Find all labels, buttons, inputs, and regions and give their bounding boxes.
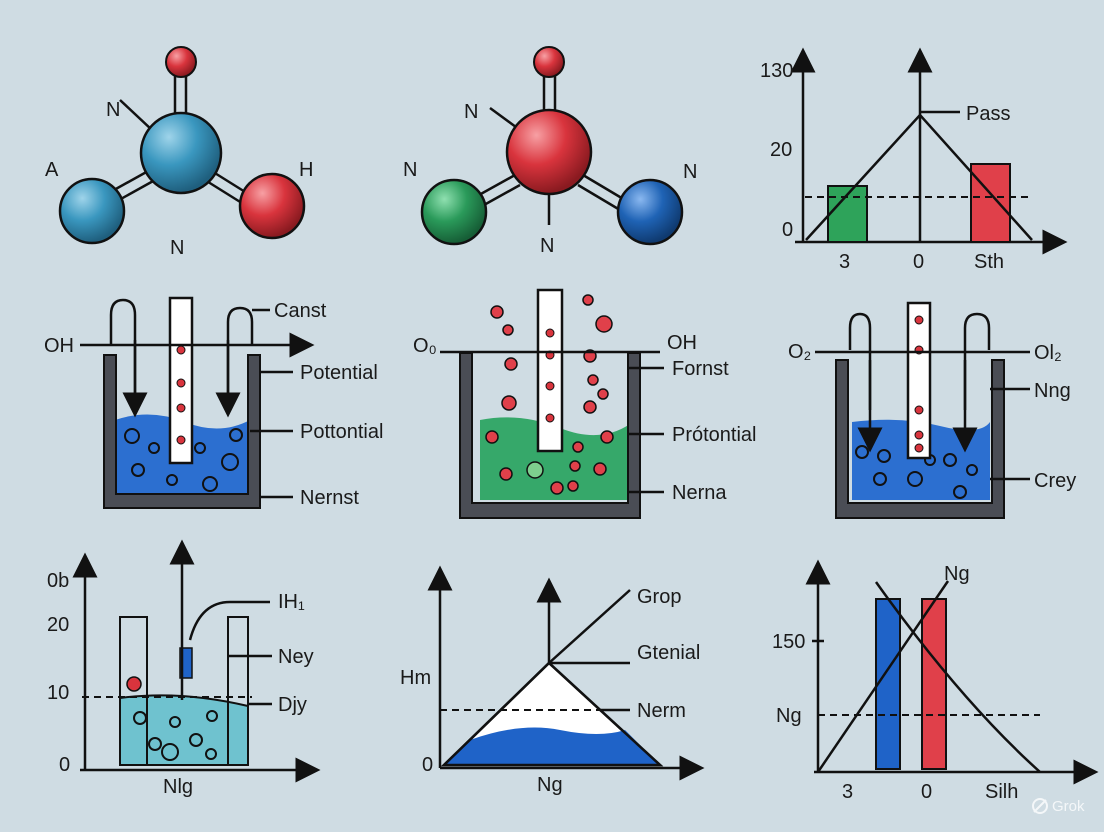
atom-left-green bbox=[420, 178, 488, 246]
x-label-nlg: Nlg bbox=[163, 776, 193, 798]
label-nerna: Nerna bbox=[672, 482, 727, 504]
molecule-center-label-n4: N bbox=[540, 235, 554, 257]
beaker-wall bbox=[103, 354, 261, 509]
callout-ih bbox=[188, 600, 270, 641]
x-label-ng: Ng bbox=[537, 774, 563, 796]
liquid-green bbox=[480, 417, 630, 500]
label-ol2: Ol₂ bbox=[1034, 342, 1062, 364]
bar-green bbox=[827, 185, 868, 243]
molecule-center-label-n1: N bbox=[464, 101, 478, 123]
molecule-center-label-n3: N bbox=[683, 161, 697, 183]
label-nernst: Nernst bbox=[300, 487, 359, 509]
label-oh: OH bbox=[44, 335, 74, 357]
watermark: Grok bbox=[1032, 798, 1085, 815]
molecule-left-label-h: H bbox=[299, 159, 313, 181]
beaker-right: O₂ Ol₂ Nng Crey bbox=[788, 301, 1076, 519]
liquid-blue bbox=[444, 727, 660, 765]
callout-pass: Pass bbox=[966, 103, 1010, 125]
x-tick-sth: Sth bbox=[974, 251, 1004, 273]
atom-right-blue bbox=[616, 178, 684, 246]
bar-blue bbox=[875, 598, 901, 770]
electrode bbox=[906, 301, 932, 460]
callout-ih1: IH₁ bbox=[278, 591, 305, 613]
x-tick-3: 3 bbox=[842, 781, 853, 803]
label-o0: O₀ bbox=[413, 335, 437, 357]
y-tick-150: 150 bbox=[772, 631, 805, 653]
label-nng: Nng bbox=[1034, 380, 1071, 402]
x-tick-silh: Silh bbox=[985, 781, 1018, 803]
callout-nerm-label: Nerm bbox=[637, 700, 686, 722]
label-o2: O₂ bbox=[788, 341, 811, 363]
y-tick-0b: 0b bbox=[47, 570, 69, 592]
electrode bbox=[536, 288, 564, 453]
atom-center-teal bbox=[139, 111, 223, 195]
beaker-wall bbox=[835, 359, 1005, 519]
callout-grop-label: Grop bbox=[637, 586, 681, 608]
y-tick-ng: Ng bbox=[776, 705, 802, 727]
y-tick-20: 20 bbox=[770, 139, 792, 161]
molecule-left-label-a: A bbox=[45, 159, 59, 181]
x-tick-3: 3 bbox=[839, 251, 850, 273]
callout-grop bbox=[548, 589, 631, 664]
bar-red bbox=[970, 163, 1011, 243]
y-tick-0: 0 bbox=[422, 754, 433, 776]
y-tick-0: 0 bbox=[782, 219, 793, 241]
chart-bottom-left: 0b 20 10 0 Nlg IH₁ Ney Djy bbox=[47, 539, 321, 798]
chart-bottom-center: Hm 0 Ng Grop Gtenial Nerm bbox=[400, 565, 705, 796]
atom-top-red bbox=[165, 46, 197, 78]
y-label-hm: Hm bbox=[400, 667, 431, 689]
molecule-center: N N N N bbox=[403, 46, 697, 257]
label-canst: Canst bbox=[274, 300, 327, 322]
atom-right-red bbox=[238, 172, 306, 240]
column-right bbox=[227, 616, 249, 766]
y-tick-0: 0 bbox=[59, 754, 70, 776]
molecule-left: N A H N bbox=[45, 46, 313, 259]
x-tick-0: 0 bbox=[921, 781, 932, 803]
rising-line bbox=[816, 580, 950, 773]
tube-right bbox=[226, 306, 254, 410]
molecule-left-label-n-top: N bbox=[106, 99, 120, 121]
atom-left-teal bbox=[58, 177, 126, 245]
grok-logo-icon bbox=[1032, 798, 1048, 814]
beaker-left: Canst OH Potential Pottontial Nernst bbox=[44, 296, 383, 509]
callout-ng: Ng bbox=[944, 563, 970, 585]
label-oh: OH bbox=[667, 332, 697, 354]
callout-djy: Djy bbox=[278, 694, 307, 716]
atom-center-red bbox=[505, 108, 593, 196]
column-left bbox=[119, 616, 148, 766]
tube-right bbox=[963, 312, 991, 410]
y-tick-130: 130 bbox=[760, 60, 793, 82]
chart-top-right: 130 20 0 3 0 Sth Pass bbox=[760, 47, 1068, 273]
tube-left bbox=[109, 298, 137, 410]
tube-left bbox=[848, 312, 872, 410]
triangle-line bbox=[805, 113, 1033, 241]
beaker-center: O₀ OH Fornst Prótontial Nerna bbox=[413, 288, 757, 519]
falling-curve bbox=[874, 581, 1041, 773]
watermark-text: Grok bbox=[1052, 798, 1085, 815]
chart-bottom-right: 150 Ng 3 0 Silh Ng bbox=[772, 559, 1099, 803]
y-tick-20: 20 bbox=[47, 614, 69, 636]
label-potential: Potential bbox=[300, 362, 378, 384]
atom-top-red bbox=[533, 46, 565, 78]
callout-ney: Ney bbox=[278, 646, 314, 668]
bar-red bbox=[921, 598, 947, 770]
label-crey: Crey bbox=[1034, 470, 1076, 492]
label-pottontial: Pottontial bbox=[300, 421, 383, 443]
y-tick-10: 10 bbox=[47, 682, 69, 704]
molecule-center-label-n2: N bbox=[403, 159, 417, 181]
callout-gtenial-label: Gtenial bbox=[637, 642, 700, 664]
label-fornst: Fornst bbox=[672, 358, 729, 380]
molecule-left-label-n-bottom: N bbox=[170, 237, 184, 259]
label-protontial: Prótontial bbox=[672, 424, 757, 446]
x-tick-0: 0 bbox=[913, 251, 924, 273]
